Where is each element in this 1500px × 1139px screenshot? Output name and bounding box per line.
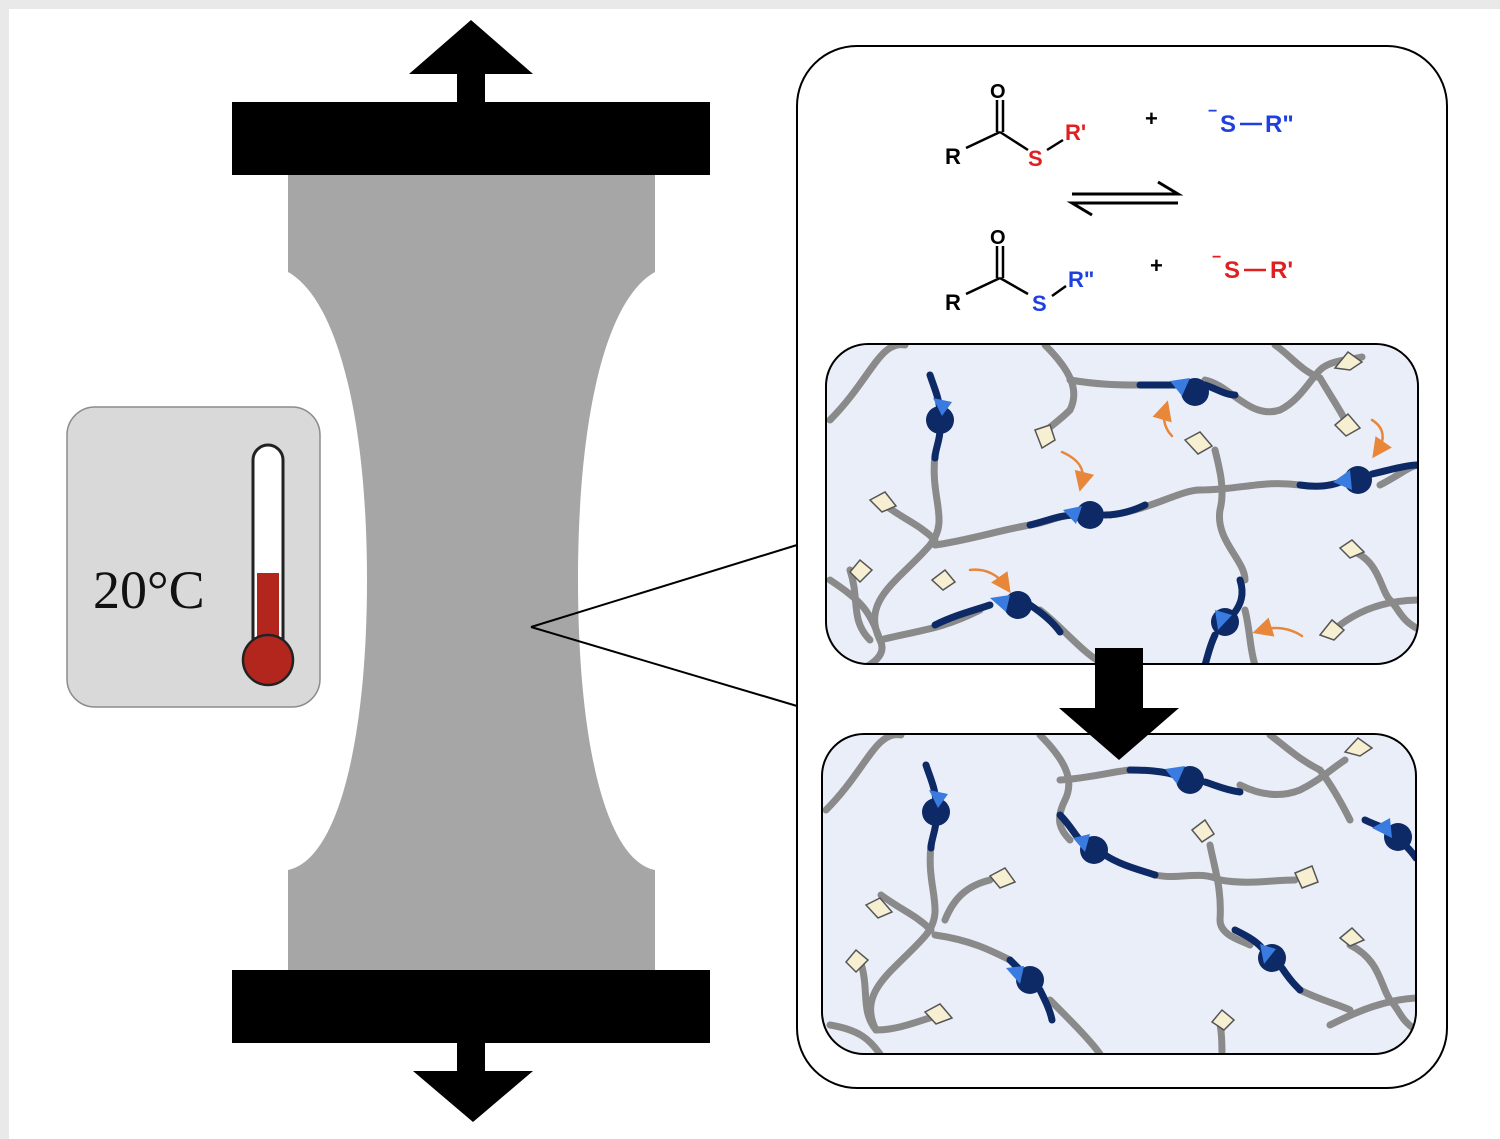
r-group: R: [945, 290, 961, 315]
carbonyl-oxygen: O: [990, 227, 1006, 249]
temperature-label: 20°C: [93, 560, 205, 620]
thiolate-ends: [848, 350, 1366, 641]
substituent: R': [1065, 120, 1086, 145]
zoom-callout: [530, 544, 798, 707]
thioester-nodes: [922, 766, 1412, 994]
equilibrium-arrow-icon: [1066, 180, 1184, 217]
exchange-arrows: [968, 400, 1392, 638]
sulfur-atom: S: [1032, 291, 1047, 316]
down-arrow-icon: [413, 1043, 533, 1122]
reaction-top: O R S R' + − S R": [945, 81, 1294, 171]
thermometer-icon: [241, 443, 295, 687]
up-arrow-icon: [409, 20, 533, 104]
r-group: R: [945, 144, 961, 169]
reaction-bottom: O R S R" + − S R': [945, 227, 1293, 316]
reagent-r: R': [1270, 257, 1293, 284]
temperature-box: 20°C: [66, 406, 321, 708]
substituent: R": [1068, 267, 1094, 292]
top-clamp: [232, 102, 710, 175]
network-after: [821, 733, 1417, 1055]
reagent-r: R": [1265, 111, 1294, 138]
thiolate-ends: [844, 737, 1374, 1031]
process-arrow-icon: [1059, 648, 1179, 760]
plus-sign: +: [1150, 253, 1163, 278]
network-before: [825, 343, 1419, 665]
sulfur-atom: S: [1028, 146, 1043, 171]
charge-sign: −: [1212, 249, 1221, 266]
tensile-specimen: [288, 175, 655, 975]
bottom-clamp: [232, 970, 710, 1043]
charge-sign: −: [1208, 103, 1217, 120]
plus-sign: +: [1145, 106, 1158, 131]
thioester-nodes: [926, 378, 1372, 636]
reagent-sulfur: S: [1224, 257, 1240, 284]
carbonyl-oxygen: O: [990, 81, 1006, 103]
reagent-sulfur: S: [1220, 111, 1236, 138]
network-strands: [822, 734, 1416, 1054]
